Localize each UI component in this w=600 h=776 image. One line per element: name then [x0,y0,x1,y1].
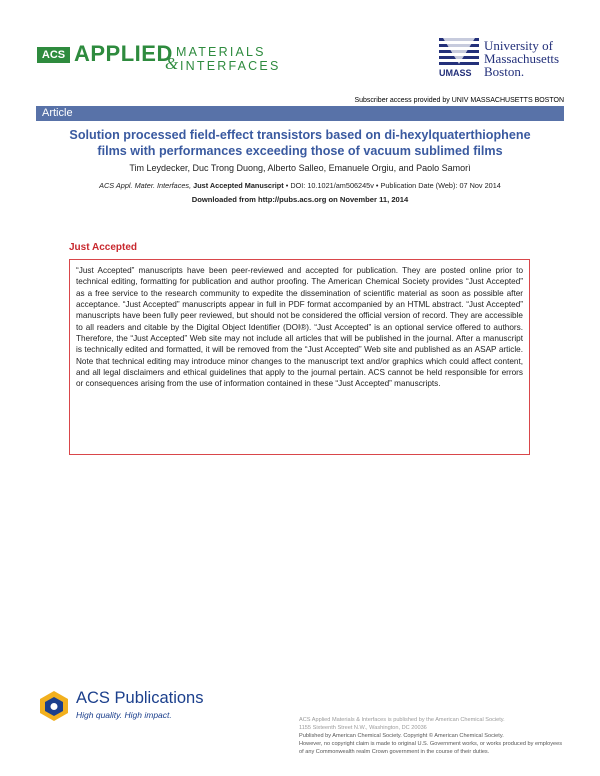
acs-publications-logo: ACS Publications High quality. High impa… [36,689,236,729]
footer-line4: However, no copyright claim is made to o… [299,741,563,755]
university-name-line1: University of [484,38,553,53]
manuscript-status: Just Accepted Manuscript [193,181,284,190]
article-title: Solution processed field-effect transist… [36,127,564,159]
publisher-tagline: High quality. High impact. [76,710,172,720]
just-accepted-heading: Just Accepted [69,242,137,253]
footer-line1: ACS Applied Materials & Interfaces is pu… [299,717,505,723]
journal-name-ampersand: & [165,54,179,73]
section-label: Article [42,107,73,119]
journal-name-materials: MATERIALS [176,45,266,59]
just-accepted-body: “Just Accepted” manuscripts have been pe… [76,266,523,389]
journal-abbrev: ACS Appl. Mater. Interfaces, [99,181,192,190]
university-name-line3: Boston. [484,64,525,79]
article-title-line2: films with performances exceeding those … [97,144,503,158]
author-list: Tim Leydecker, Duc Trong Duong, Alberto … [129,163,471,173]
footer-line3: Published by American Chemical Society. … [299,733,504,739]
umass-emblem-icon [437,36,481,66]
journal-name-interfaces: INTERFACES [180,59,281,73]
article-title-line1: Solution processed field-effect transist… [69,128,531,142]
journal-name-applied: APPLIED [74,41,173,66]
university-logo: University of Massachusetts UMASS Boston… [437,36,567,86]
publisher-footer: ACS Applied Materials & Interfaces is pu… [299,716,564,756]
publisher-name: ACS Publications [76,689,204,707]
section-bar: Article [36,106,564,121]
umass-label: UMASS [439,68,472,78]
footer-line2: 1155 Sixteenth Street N.W., Washington, … [299,725,427,731]
acs-badge: ACS [37,47,70,63]
download-note: Downloaded from http://pubs.acs.org on N… [191,195,409,204]
journal-logo: ACS APPLIED MATERIALS & INTERFACES [37,38,297,82]
acs-hexagon-icon [40,691,68,721]
doi-info: • DOI: 10.1021/am506245v • Publication D… [285,181,501,190]
just-accepted-notice: “Just Accepted” manuscripts have been pe… [69,259,530,455]
citation-line: ACS Appl. Mater. Interfaces, Just Accept… [36,181,564,190]
university-name-line2: Massachusetts [484,51,560,66]
subscriber-access-note: Subscriber access provided by UNIV MASSA… [354,97,564,104]
